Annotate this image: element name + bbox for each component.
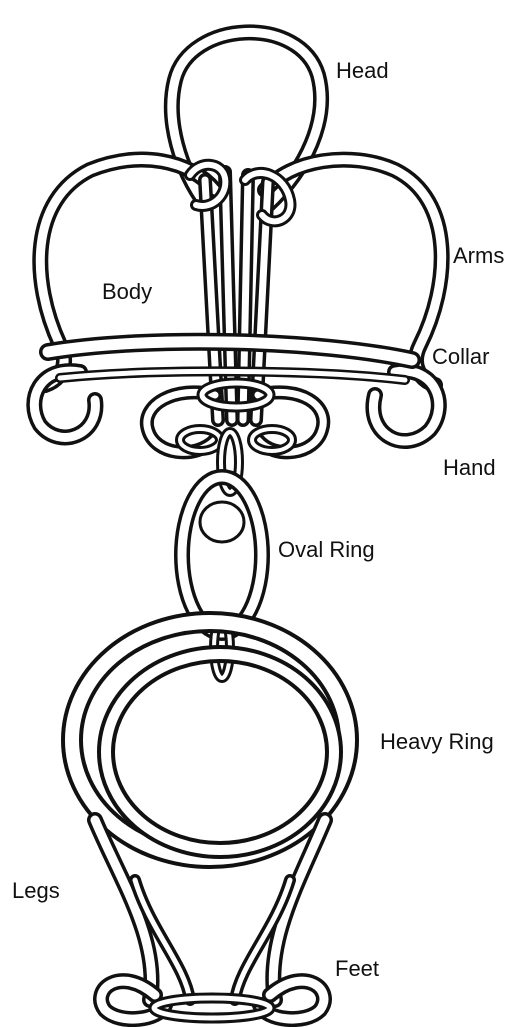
- label-legs: Legs: [12, 880, 60, 902]
- label-collar: Collar: [432, 346, 489, 368]
- label-oval-ring: Oval Ring: [278, 539, 375, 561]
- label-body: Body: [102, 281, 152, 303]
- label-heavy-ring: Heavy Ring: [380, 731, 494, 753]
- oval-ring: [182, 477, 262, 633]
- feet: [101, 981, 324, 1019]
- label-hand: Hand: [443, 457, 496, 479]
- label-arms: Arms: [453, 245, 504, 267]
- label-feet: Feet: [335, 958, 379, 980]
- heavy-ring: [72, 622, 348, 858]
- label-head: Head: [336, 60, 389, 82]
